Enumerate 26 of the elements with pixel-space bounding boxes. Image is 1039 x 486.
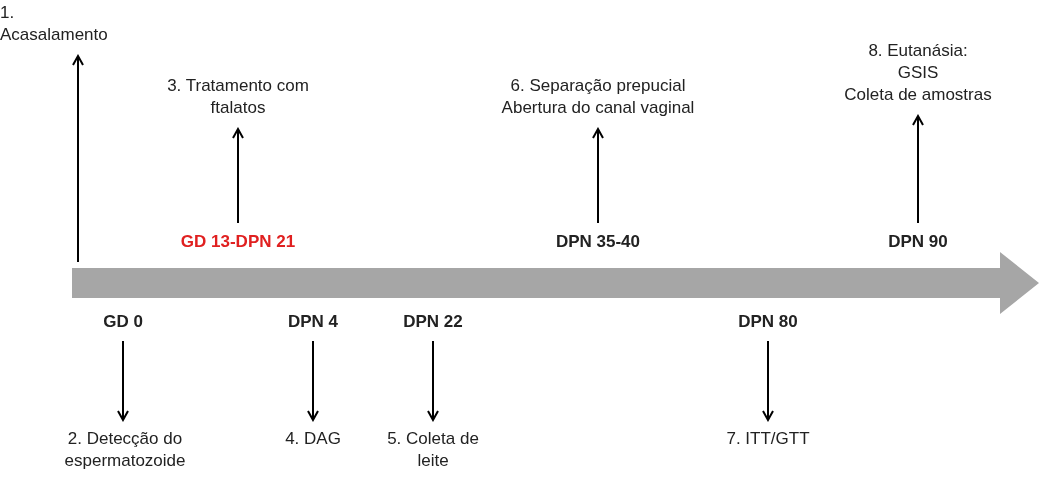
event-label: 7. ITT/GTT bbox=[725, 428, 811, 450]
time-point-label: DPN 35-40 bbox=[554, 231, 642, 253]
arrow bbox=[912, 115, 924, 224]
event-label: Abertura do canal vaginal bbox=[500, 97, 696, 119]
time-point-label: DPN 90 bbox=[887, 231, 949, 253]
arrow bbox=[232, 128, 244, 224]
time-point-label: DPN 80 bbox=[737, 311, 799, 333]
time-point-label: DPN 4 bbox=[286, 311, 340, 333]
event-label: 8. Eutanásia: bbox=[867, 40, 969, 62]
event-label: 6. Separação prepucial bbox=[509, 75, 687, 97]
event-label: 1. Acasalamento bbox=[0, 2, 109, 46]
time-point-label: GD 0 bbox=[102, 311, 144, 333]
event-label: 4. DAG bbox=[284, 428, 342, 450]
event-label: GSIS bbox=[896, 62, 940, 84]
arrow bbox=[762, 340, 774, 421]
event-label: 3. Tratamento com ftalatos bbox=[166, 75, 310, 119]
event-label: 2. Detecção do espermatozoide bbox=[63, 428, 187, 472]
arrow bbox=[72, 55, 84, 263]
arrow bbox=[307, 340, 319, 421]
arrow bbox=[427, 340, 439, 421]
arrow bbox=[117, 340, 129, 421]
event-label: 5. Coleta de leite bbox=[386, 428, 480, 472]
event-label: Coleta de amostras bbox=[843, 84, 993, 106]
time-point-label: GD 13-DPN 21 bbox=[179, 231, 297, 253]
time-point-label: DPN 22 bbox=[402, 311, 464, 333]
arrow bbox=[592, 128, 604, 224]
